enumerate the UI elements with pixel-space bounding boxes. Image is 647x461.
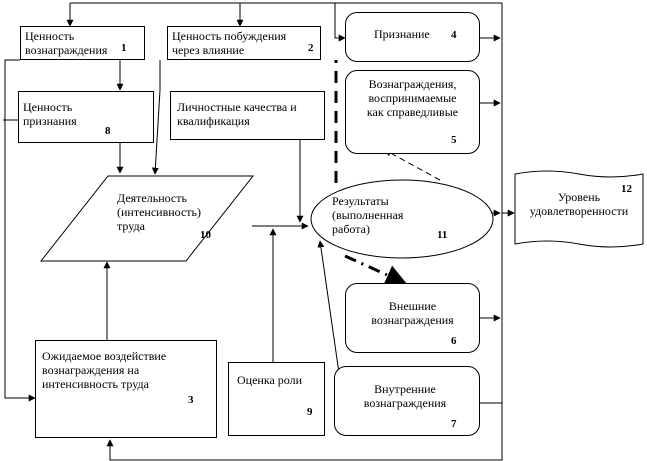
box-7-number: 7 [451, 418, 457, 430]
box-12-number: 12 [621, 183, 632, 195]
quals-label: Личностные качества и квалификация [177, 100, 297, 128]
feedback-bottom-line [106, 403, 503, 461]
box-1-number: 1 [121, 42, 127, 54]
box-fair-rewards: Вознаграждения, воспринимаемые как справ… [345, 70, 480, 154]
box-12-label: Уровень удовлетворенности [529, 190, 629, 218]
dashed-11-to-5 [384, 149, 441, 181]
box-9-label: Оценка роли [237, 373, 303, 387]
box-expected-impact: Ожидаемое воздействие вознаграждения на … [35, 340, 217, 438]
arrow-2-to-10 [151, 60, 161, 175]
box-7-label: Внутренние вознаграждения [363, 382, 447, 410]
box-2-number: 2 [308, 42, 314, 54]
line-1-to-3 [4, 59, 36, 402]
box-6-number: 6 [451, 335, 457, 347]
arrow-into-box-4 [334, 3, 346, 42]
box-role-assessment: Оценка роли 9 [228, 362, 325, 436]
box-activity-intensity [40, 175, 255, 262]
box-3-label: Ожидаемое воздействие вознаграждения на … [42, 349, 167, 391]
box-personal-qualities: Личностные качества и квалификация [170, 91, 325, 140]
box-internal-rewards: Внутренние вознаграждения 7 [334, 366, 480, 436]
box-recognition: Признание 4 [345, 12, 480, 62]
feedback-top-line [70, 2, 503, 438]
box-11-label: Результаты (выполненная работа) [332, 194, 404, 236]
box-5-number: 5 [451, 134, 457, 146]
box-5-label: Вознаграждения, воспринимаемые как справ… [366, 77, 459, 119]
box-10-number: 10 [200, 229, 211, 241]
arrow-7-to-11 [317, 240, 341, 381]
box-3-number: 3 [188, 394, 194, 406]
box-6-label: Внешние вознаграждения [371, 299, 454, 327]
box-reward-value: Ценность вознаграждения 1 [20, 26, 145, 60]
box-8-number: 8 [105, 125, 111, 137]
box-2-label: Ценность побуждения через влияние [172, 29, 287, 57]
box-4-number: 4 [451, 29, 457, 41]
box-9-number: 9 [307, 406, 313, 418]
box-1-label: Ценность вознаграждения [25, 29, 108, 57]
dashed-11-to-6 [344, 254, 407, 285]
box-recognition-value: Ценность признания 8 [18, 91, 154, 143]
box-satisfaction-level [514, 170, 644, 248]
box-11-number: 11 [437, 229, 448, 241]
box-8-label: Ценность признания [23, 100, 77, 128]
box-10-label: Деятельность (интенсивность) труда [117, 191, 202, 233]
box-influence-value: Ценность побуждения через влияние 2 [167, 26, 321, 60]
box-4-label: Признание [374, 27, 430, 41]
box-external-rewards: Внешние вознаграждения 6 [345, 283, 480, 353]
ellipse-results [310, 179, 494, 259]
